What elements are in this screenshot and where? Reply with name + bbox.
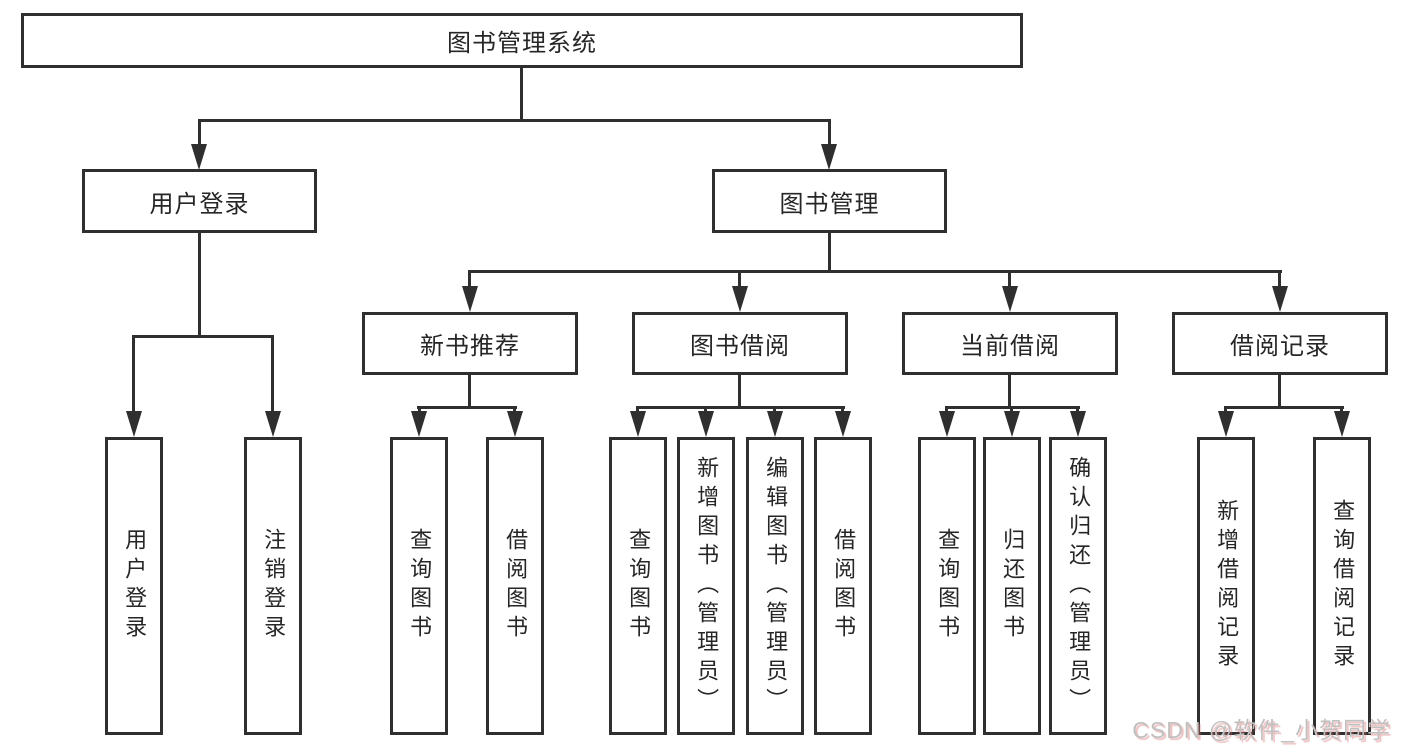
arrow-down-icon [630, 411, 646, 437]
leaf-label: 注销登录 [261, 528, 287, 644]
leaf-label: 新增图书（管理员） [694, 455, 720, 717]
leaf-query-book-current: 查询图书 [918, 437, 976, 735]
node-label: 图书借阅 [690, 333, 790, 360]
node-new-book-recommend: 新书推荐 [362, 312, 578, 375]
arrow-down-icon [1070, 411, 1086, 437]
connector-line [513, 406, 516, 415]
node-label: 用户登录 [149, 190, 250, 218]
arrow-down-icon [191, 144, 207, 170]
leaf-user-login: 用户登录 [105, 437, 163, 735]
arrow-down-icon [462, 286, 478, 312]
connector-line [636, 406, 639, 415]
connector-line [1278, 270, 1281, 290]
leaf-confirm-return-admin: 确认归还（管理员） [1049, 437, 1107, 735]
leaf-add-borrow-record: 新增借阅记录 [1197, 437, 1255, 735]
arrow-down-icon [1002, 286, 1018, 312]
connector-line [704, 406, 707, 415]
connector-line [468, 270, 471, 290]
arrow-down-icon [821, 144, 837, 170]
connector-line [828, 233, 831, 273]
arrow-down-icon [767, 411, 783, 437]
connector-line [1340, 406, 1343, 415]
leaf-borrow-book: 借阅图书 [814, 437, 872, 735]
leaf-add-book-admin: 新增图书（管理员） [677, 437, 735, 735]
leaf-label: 借阅图书 [503, 528, 529, 644]
arrow-down-icon [732, 286, 748, 312]
connector-line [132, 335, 135, 415]
leaf-logout: 注销登录 [244, 437, 302, 735]
arrow-down-icon [1004, 411, 1020, 437]
connector-line [198, 119, 201, 147]
arrow-down-icon [698, 411, 714, 437]
connector-line [198, 119, 831, 122]
arrow-down-icon [507, 411, 523, 437]
node-label: 图书管理系统 [447, 30, 597, 57]
connector-line [417, 406, 517, 409]
leaf-label: 查询图书 [935, 528, 961, 644]
arrow-down-icon [835, 411, 851, 437]
arrow-down-icon [126, 411, 142, 437]
connector-line [132, 335, 274, 338]
connector-line [1224, 406, 1227, 415]
node-book-borrow: 图书借阅 [632, 312, 848, 375]
connector-line [1224, 406, 1344, 409]
connector-line [1008, 270, 1011, 290]
connector-line [738, 375, 741, 408]
watermark-text: CSDN @软件_小贺同学 [1132, 717, 1391, 743]
leaf-borrow-book-recommend: 借阅图书 [486, 437, 544, 735]
connector-line [1278, 375, 1281, 408]
node-borrow-records: 借阅记录 [1172, 312, 1388, 375]
leaf-label: 确认归还（管理员） [1066, 455, 1092, 717]
leaf-label: 借阅图书 [831, 528, 857, 644]
arrow-down-icon [1334, 411, 1350, 437]
leaf-query-book-recommend: 查询图书 [390, 437, 448, 735]
connector-line [271, 335, 274, 415]
connector-line [828, 119, 831, 147]
leaf-label: 用户登录 [122, 528, 148, 644]
connector-line [468, 375, 471, 408]
arrow-down-icon [939, 411, 955, 437]
node-user-login: 用户登录 [82, 169, 317, 233]
leaf-label: 查询图书 [626, 528, 652, 644]
leaf-query-borrow-record: 查询借阅记录 [1313, 437, 1371, 735]
leaf-query-book-borrow: 查询图书 [609, 437, 667, 735]
connector-line [198, 233, 201, 337]
node-library-management-system: 图书管理系统 [21, 13, 1023, 68]
node-current-borrow: 当前借阅 [902, 312, 1118, 375]
connector-line [945, 406, 948, 415]
connector-line [520, 68, 523, 120]
leaf-edit-book-admin: 编辑图书（管理员） [746, 437, 804, 735]
connector-line [1010, 406, 1013, 415]
leaf-label: 新增借阅记录 [1214, 499, 1240, 673]
connector-line [738, 270, 741, 290]
connector-line [468, 270, 1282, 273]
node-label: 当前借阅 [960, 333, 1060, 360]
connector-line [636, 406, 845, 409]
leaf-return-book: 归还图书 [983, 437, 1041, 735]
node-book-management: 图书管理 [712, 169, 947, 233]
node-label: 新书推荐 [420, 333, 520, 360]
node-label: 图书管理 [779, 190, 880, 218]
leaf-label: 编辑图书（管理员） [763, 455, 789, 717]
arrow-down-icon [411, 411, 427, 437]
connector-line [773, 406, 776, 415]
leaf-label: 归还图书 [1000, 528, 1026, 644]
connector-line [1076, 406, 1079, 415]
connector-line [1008, 375, 1011, 408]
connector-line [418, 406, 421, 415]
connector-line [841, 406, 844, 415]
arrow-down-icon [1272, 286, 1288, 312]
arrow-down-icon [265, 411, 281, 437]
leaf-label: 查询借阅记录 [1330, 499, 1356, 673]
leaf-label: 查询图书 [407, 528, 433, 644]
arrow-down-icon [1218, 411, 1234, 437]
node-label: 借阅记录 [1230, 333, 1330, 360]
